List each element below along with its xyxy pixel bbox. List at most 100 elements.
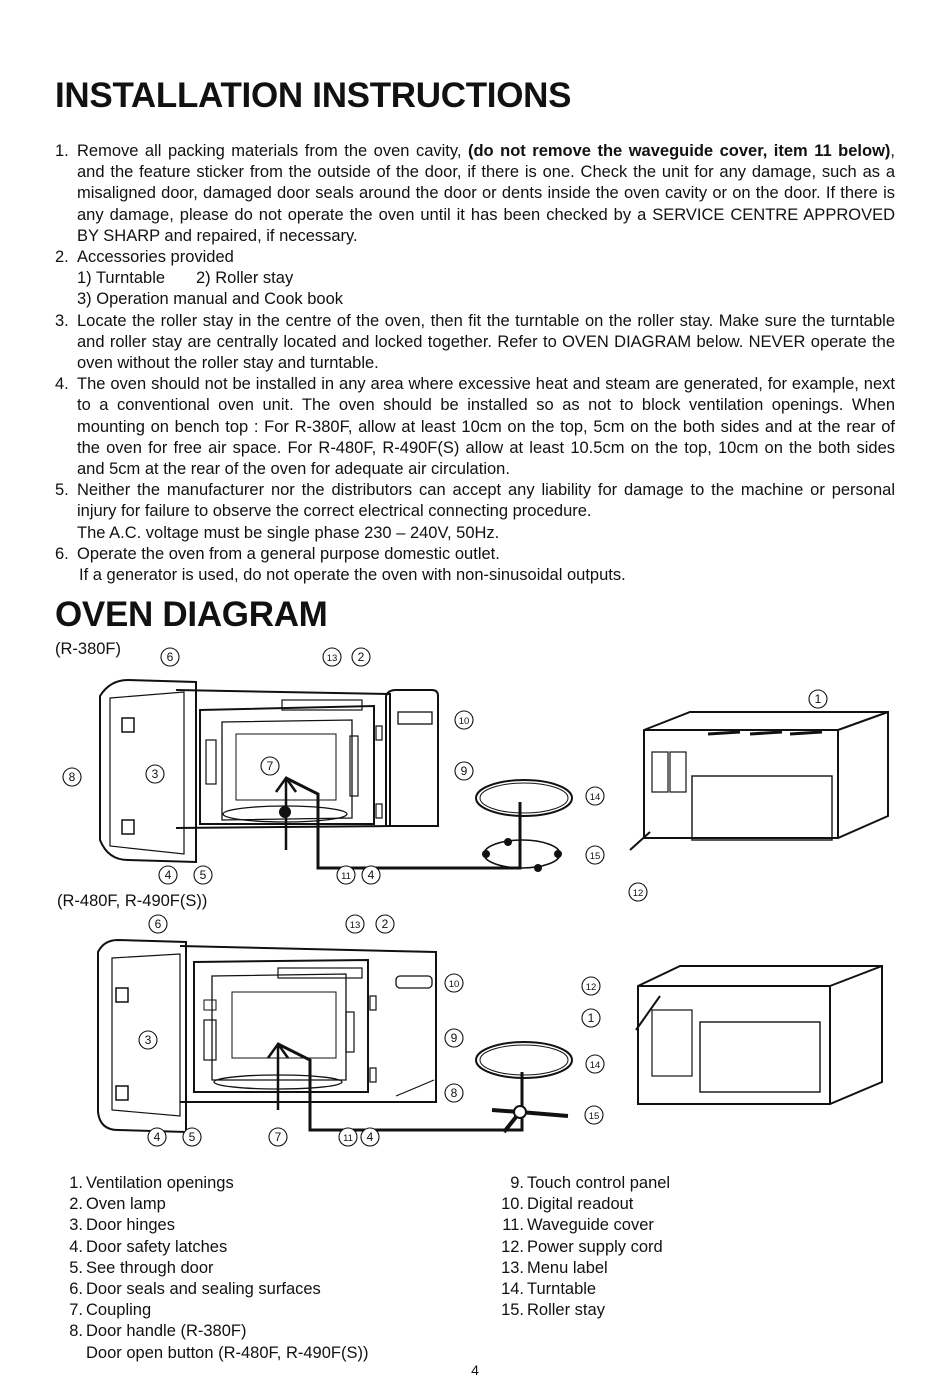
legend-item: 10.Digital readout (501, 1195, 634, 1214)
roller-stay-r380f (482, 838, 562, 872)
svg-text:14: 14 (590, 1060, 601, 1071)
list-item: 5. Neither the manufacturer nor the dist… (55, 480, 895, 522)
installation-heading: INSTALLATION INSTRUCTIONS (55, 76, 572, 115)
svg-text:7: 7 (267, 759, 274, 773)
callout-5: 5 (182, 1127, 202, 1147)
page-number: 4 (471, 1362, 479, 1378)
svg-text:10: 10 (449, 979, 460, 990)
legend-item: 15.Roller stay (501, 1301, 605, 1320)
svg-text:3: 3 (145, 1033, 152, 1047)
oven-diagram-heading: OVEN DIAGRAM (55, 595, 328, 634)
bold-warning: (do not remove the waveguide cover, item… (467, 142, 891, 160)
legend-item: Door open button (R-480F, R-490F(S)) (86, 1343, 369, 1362)
item-number: 6. (55, 544, 69, 563)
callout-5: 5 (193, 865, 213, 885)
item-extra: The A.C. voltage must be single phase 23… (77, 523, 500, 542)
callout-11: 11 (336, 865, 356, 885)
svg-text:15: 15 (590, 851, 601, 862)
legend-item: 4.Door safety latches (69, 1237, 228, 1256)
callout-11: 11 (338, 1127, 358, 1147)
list-item: 1. Remove all packing materials from the… (55, 141, 895, 247)
legend-item: 3.Door hinges (69, 1216, 175, 1235)
callout-9: 9 (444, 1028, 464, 1048)
svg-text:1: 1 (815, 692, 822, 706)
legend-item: 12.Power supply cord (501, 1237, 663, 1256)
callout-3: 3 (145, 764, 165, 784)
svg-text:13: 13 (350, 920, 361, 931)
callout-13: 13 (322, 647, 342, 667)
callout-15: 15 (585, 845, 605, 865)
svg-text:4: 4 (368, 868, 375, 882)
svg-text:11: 11 (341, 871, 351, 882)
legend-item: 7.Coupling (69, 1301, 152, 1320)
svg-text:12: 12 (633, 888, 644, 899)
model-label-r380f: (R-380F) (55, 640, 122, 658)
callout-10: 10 (444, 973, 464, 993)
turntable-r380f (475, 779, 573, 817)
svg-text:8: 8 (69, 770, 76, 784)
item-number: 2. (55, 248, 69, 267)
callout-14: 14 (585, 1054, 605, 1074)
legend-item: 6.Door seals and sealing surfaces (69, 1280, 321, 1299)
svg-text:9: 9 (451, 1031, 458, 1045)
legend-right: 9.Touch control panel 10.Digital readout… (492, 1173, 670, 1321)
callout-4: 4 (147, 1127, 167, 1147)
svg-text:15: 15 (589, 1111, 600, 1122)
callout-10: 10 (454, 710, 474, 730)
callout-7: 7 (260, 756, 280, 776)
callout-2: 2 (351, 647, 371, 667)
svg-text:8: 8 (451, 1086, 458, 1100)
callout-8: 8 (444, 1083, 464, 1103)
item-number: 5. (55, 481, 69, 500)
oven-front-r380f (99, 678, 439, 864)
callout-4: 4 (361, 865, 381, 885)
callout-12: 12 (628, 882, 648, 902)
svg-text:2: 2 (382, 917, 389, 931)
list-item: 4. The oven should not be installed in a… (55, 374, 895, 480)
item-text: Neither the manufacturer nor the distrib… (77, 481, 895, 521)
callout-9: 9 (454, 761, 474, 781)
turntable-r480f (475, 1041, 573, 1079)
callout-13: 13 (345, 914, 365, 934)
item-number: 3. (55, 311, 69, 330)
legend-item: 2.Oven lamp (69, 1195, 166, 1214)
callout-2: 2 (375, 914, 395, 934)
item-text: Locate the roller stay in the centre of … (77, 311, 895, 373)
svg-text:13: 13 (327, 653, 338, 664)
oven-rear-r380f (629, 711, 889, 851)
callout-15: 15 (584, 1105, 604, 1125)
callout-7: 7 (268, 1127, 288, 1147)
svg-text:12: 12 (586, 982, 597, 993)
legend-item: 5.See through door (69, 1258, 214, 1277)
svg-text:6: 6 (167, 650, 174, 664)
svg-text:14: 14 (590, 792, 601, 803)
legend-item: 14.Turntable (501, 1280, 597, 1299)
svg-text:7: 7 (275, 1130, 282, 1144)
installation-list: 1. Remove all packing materials from the… (55, 141, 895, 586)
svg-text:1: 1 (588, 1011, 595, 1025)
callout-12: 12 (581, 976, 601, 996)
list-item: 3. Locate the roller stay in the centre … (55, 311, 895, 375)
legend-item: 1.Ventilation openings (69, 1174, 234, 1192)
legend-left: 1.Ventilation openings 2.Oven lamp 3.Doo… (55, 1173, 368, 1364)
accessory-row: 3) Operation manual and Cook book (77, 290, 343, 309)
item-extra: If a generator is used, do not operate t… (79, 566, 626, 585)
oven-front-r480f (97, 938, 437, 1134)
legend-item: 9.Touch control panel (510, 1174, 671, 1192)
callout-14: 14 (585, 786, 605, 806)
svg-text:9: 9 (461, 764, 468, 778)
svg-text:2: 2 (358, 650, 365, 664)
callout-4: 4 (158, 865, 178, 885)
svg-text:5: 5 (200, 868, 207, 882)
svg-text:6: 6 (155, 917, 162, 931)
callout-6: 6 (148, 914, 168, 934)
svg-text:4: 4 (154, 1130, 161, 1144)
item-number: 1. (55, 142, 69, 160)
callout-1: 1 (808, 689, 828, 709)
callout-3: 3 (138, 1030, 158, 1050)
legend-item: 8.Door handle (R-380F) (69, 1322, 247, 1341)
legend-item: 13.Menu label (501, 1258, 608, 1277)
legend-item: 11.Waveguide cover (502, 1216, 654, 1235)
callout-8: 8 (62, 767, 82, 787)
